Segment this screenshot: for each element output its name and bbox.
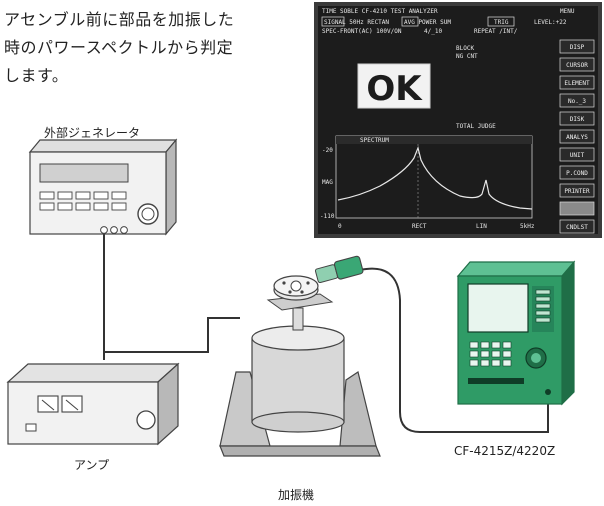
screen-row2-left: SPEC-FRONT(AC) 100V/ON [322, 28, 402, 35]
screen-button-label: ELEMENT [564, 80, 590, 87]
amplifier-label: アンプ [74, 458, 110, 472]
screen-row1-right: LEVEL:+22 [534, 19, 567, 26]
screen-button [559, 219, 595, 234]
analyzer-keypad [469, 341, 512, 367]
screen-total-label: TOTAL JUDGE [456, 123, 496, 130]
screen-verdict: OK [366, 69, 423, 109]
amplifier-knob-icon [136, 410, 156, 430]
screen-x-mid: RECT [412, 223, 427, 230]
screen-button [559, 183, 595, 198]
screen-y-mid: MAG [322, 179, 333, 186]
screen-button [559, 39, 595, 54]
screen-x-left: 0 [338, 223, 342, 230]
screen-y-bottom: -110 [320, 213, 335, 220]
description-line-3: します。 [4, 66, 69, 85]
screen-verdict-box [357, 63, 431, 109]
amplifier-power-switch [25, 423, 37, 432]
analyzer-device [456, 260, 576, 406]
screen-header-top: TIME SOBLE CF-4210 TEST ANALYZER [322, 8, 438, 15]
screen-y-top: -20 [322, 147, 333, 154]
shaker-label: 加振機 [278, 488, 315, 502]
screen-button [559, 147, 595, 162]
screen-button-label: CURSOR [566, 62, 588, 69]
screen-button [559, 111, 595, 126]
analyzer-side-keys [535, 289, 551, 323]
screen-row1-mid: AVG POWER SUM [404, 19, 451, 26]
screen-row1-left: SIGNAL 50Hz RECTAN [324, 19, 389, 26]
function-generator [28, 138, 178, 236]
generator-display [39, 163, 129, 183]
screen-spectrum-label: SPECTRUM [360, 137, 389, 144]
screen-spectrum-curve [337, 146, 533, 210]
generator-label: 外部ジェネレータ [44, 126, 141, 140]
cables [103, 232, 549, 433]
shaker [219, 275, 381, 457]
generator-output-jacks [100, 226, 128, 234]
cable-sensor-to-analyzer [359, 267, 549, 433]
screen-ng-label: NG CNT [456, 53, 478, 60]
screen-button-label: CNDLST [566, 224, 588, 231]
screen-button-label: ANALYS [566, 134, 588, 141]
cable-amp-to-shaker [104, 317, 240, 353]
analyzer-model-label: CF-4215Z/4220Z [454, 444, 556, 458]
sensor [314, 255, 364, 284]
analyzer-screen [467, 283, 529, 333]
screen-button [559, 165, 595, 180]
description-line-1: アセンブル前に部品を加振した [4, 10, 235, 29]
generator-knob-icon [137, 203, 159, 225]
description-line-2: 時のパワースペクトルから判定 [4, 38, 234, 57]
screen-header-right: MENU [560, 8, 575, 15]
screen-button-label: DISK [570, 116, 585, 123]
screen-button [559, 57, 595, 72]
generator-keypad [39, 191, 127, 211]
screen-button-label: UNIT [570, 152, 585, 159]
amplifier-meters [37, 395, 83, 413]
screen-row1-tag: TRIG [494, 19, 509, 26]
screen-button [559, 93, 595, 108]
screen-x-right: 5kHz [520, 223, 535, 230]
screen-button-label: P.COND [566, 170, 588, 177]
screen-button [559, 75, 595, 90]
screen-button [559, 201, 595, 216]
amplifier [6, 362, 180, 446]
screen-x-mid2: LIN [476, 223, 487, 230]
screen-button-label: DISP [570, 44, 585, 51]
screen-row2-right: REPEAT /INT/ [474, 28, 518, 35]
screen-photo: TIME SOBLE CF-4210 TEST ANALYZER MENU SI… [314, 2, 602, 238]
screen-block-label: BLOCK [456, 45, 474, 52]
screen-row2-mid: 4/_10 [424, 28, 442, 35]
screen-button-label: PRINTER [564, 188, 590, 195]
screen-button [559, 129, 595, 144]
analyzer-disk-slot [468, 378, 524, 384]
screen-button-label: No._3 [568, 98, 586, 105]
description-text: アセンブル前に部品を加振した 時のパワースペクトルから判定 します。 [4, 6, 304, 90]
